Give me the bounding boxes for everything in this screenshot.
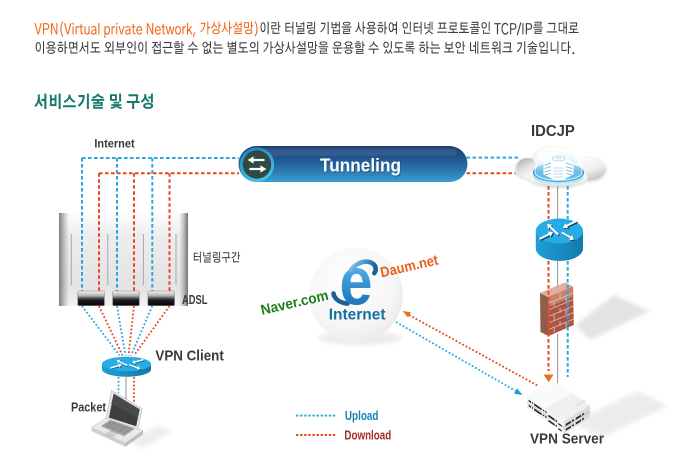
svg-text:Tunneling: Tunneling: [321, 157, 402, 177]
svg-text:VPN Server: VPN Server: [530, 431, 604, 448]
svg-text:Download: Download: [344, 428, 391, 442]
svg-text:Tunneling: Tunneling: [320, 156, 401, 176]
svg-text:IDCJP: IDCJP: [531, 123, 575, 140]
svg-text:ADSL: ADSL: [182, 293, 208, 307]
svg-text:VPN Client: VPN Client: [155, 348, 223, 365]
svg-text:Daum.net: Daum.net: [379, 253, 440, 282]
svg-text:e: e: [340, 244, 373, 320]
svg-text:Packet: Packet: [71, 401, 107, 415]
svg-text:Internet: Internet: [94, 139, 134, 151]
svg-text:Upload: Upload: [345, 409, 379, 423]
svg-text:Internet: Internet: [329, 307, 386, 324]
